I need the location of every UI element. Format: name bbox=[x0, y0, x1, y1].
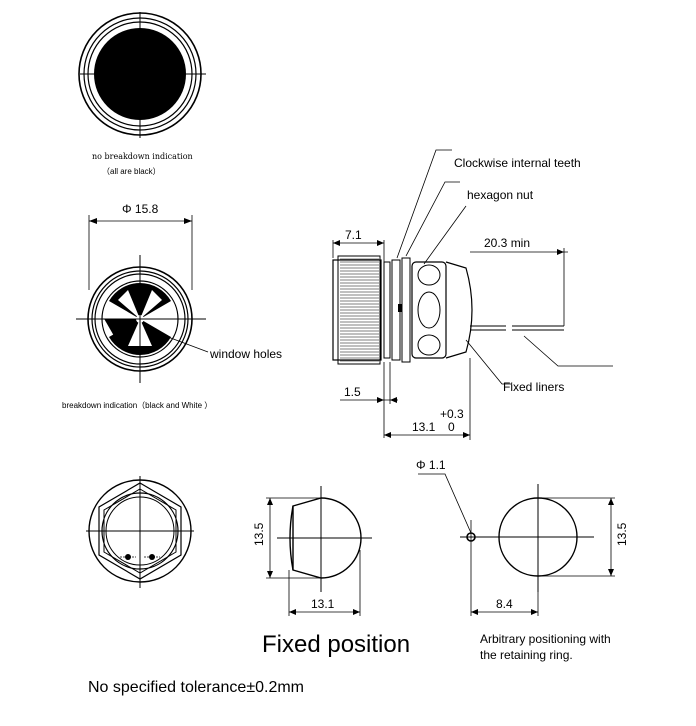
dim-20-3-min bbox=[470, 248, 568, 326]
fixed-position-caption: Fixed position bbox=[262, 631, 410, 658]
dim-1-5 bbox=[340, 362, 398, 438]
dim-20-3-label: 20.3 min bbox=[484, 236, 530, 250]
dim-7-1-label: 7.1 bbox=[345, 228, 362, 242]
dim-1-5-label: 1.5 bbox=[344, 385, 361, 399]
window-holes-label: window holes bbox=[209, 347, 282, 361]
diameter-1-1-label: Φ 1.1 bbox=[416, 458, 446, 472]
dim-8-4-label: 8.4 bbox=[496, 597, 513, 611]
tolerance-note: No specified tolerance±0.2mm bbox=[88, 679, 304, 696]
dim-13-1-bottom-label: 13.1 bbox=[311, 597, 335, 611]
breakdown-indicator-view bbox=[76, 255, 209, 383]
no-breakdown-indicator-view bbox=[78, 12, 206, 138]
hexagon-nut-label: hexagon nut bbox=[467, 188, 534, 202]
dim-13-5-left-label: 13.5 bbox=[252, 522, 266, 546]
arbitrary-caption-line1: Arbitrary positioning with bbox=[480, 632, 611, 646]
arbitrary-position-cutout bbox=[418, 473, 615, 616]
fixed-liners-label: Fixed liners bbox=[503, 380, 564, 394]
clockwise-teeth-label: Clockwise internal teeth bbox=[454, 156, 581, 170]
rear-hex-view bbox=[86, 476, 194, 588]
breakdown-indication-label: breakdown indication（black and White ） bbox=[62, 401, 212, 410]
dim-7-1 bbox=[332, 240, 385, 262]
tol-zero-label: 0 bbox=[448, 420, 455, 434]
side-view-leaders bbox=[396, 149, 613, 385]
arbitrary-caption-line2: the retaining ring. bbox=[480, 648, 573, 662]
diameter-15-8-dimension bbox=[88, 215, 193, 290]
all-black-label: （all are black） bbox=[102, 167, 161, 176]
diameter-15-8-label: Φ 15.8 bbox=[122, 202, 159, 216]
dim-13-5-right-label: 13.5 bbox=[615, 522, 629, 546]
dim-13-1-side-label: 13.1 bbox=[412, 420, 436, 434]
tol-plus-label: +0.3 bbox=[440, 407, 464, 421]
fixed-position-cutout bbox=[266, 486, 372, 616]
side-view bbox=[332, 255, 564, 365]
dim-13-1-side bbox=[384, 358, 471, 440]
no-breakdown-label: no breakdown indication bbox=[92, 152, 193, 161]
